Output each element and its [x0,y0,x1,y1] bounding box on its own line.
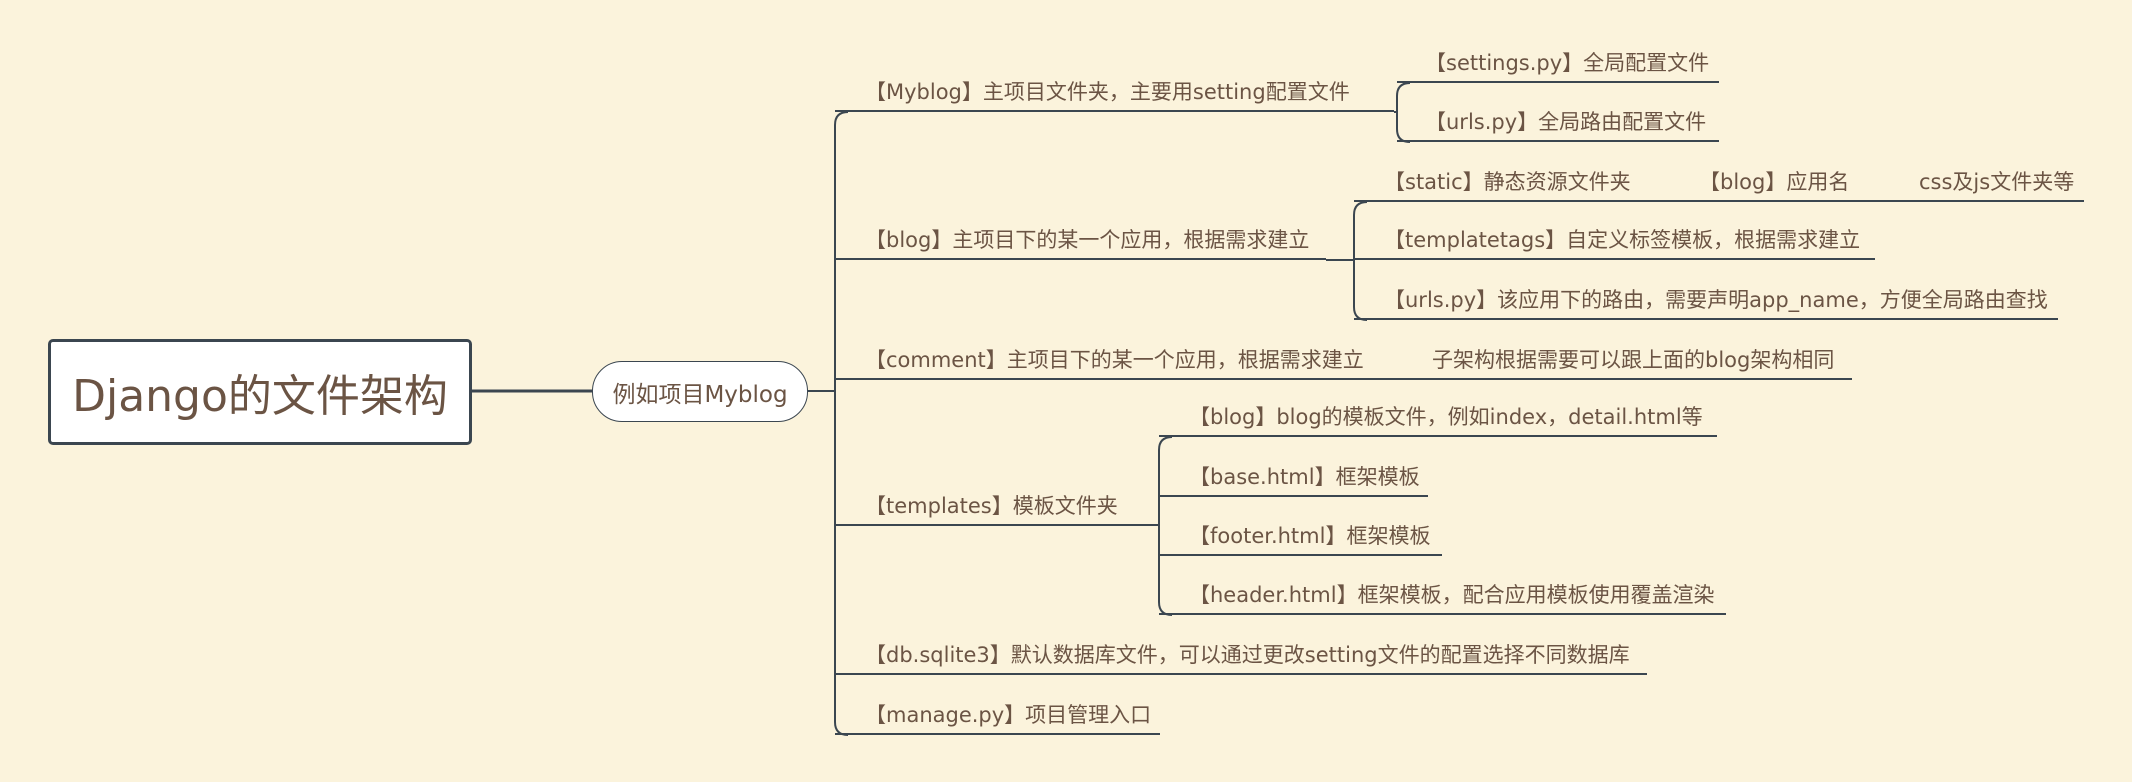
subtopic-label: 【settings.py】全局配置文件 [1425,51,1710,75]
topic-db[interactable]: 【db.sqlite3】默认数据库文件，可以通过更改setting文件的配置选择… [835,641,1647,675]
subtopic-static[interactable]: 【static】静态资源文件夹 【blog】应用名 css及js文件夹等 [1354,168,2084,202]
topic-label: 【manage.py】项目管理入口 [865,703,1152,727]
topic-templates[interactable]: 【templates】模板文件夹 [835,492,1159,526]
subtopic-static-blog[interactable]: 【blog】应用名 [1699,170,1850,194]
topic-label: 【templates】模板文件夹 [865,494,1118,518]
subtopic-blog-urls[interactable]: 【urls.py】该应用下的路由，需要声明app_name，方便全局路由查找 [1354,286,2058,320]
subtopic-label: 【static】静态资源文件夹 [1384,170,1631,194]
subtopic-label: 【urls.py】全局路由配置文件 [1425,110,1707,134]
subtopic-header-html[interactable]: 【header.html】框架模板，配合应用模板使用覆盖渲染 [1159,581,1726,615]
project-node[interactable]: 例如项目Myblog [592,361,808,422]
subtopic-templatetags[interactable]: 【templatetags】自定义标签模板，根据需求建立 [1354,226,1875,260]
topic-label: 【blog】主项目下的某一个应用，根据需求建立 [865,228,1310,252]
subtopic-label: 【base.html】框架模板 [1189,465,1420,489]
subtopic-urls[interactable]: 【urls.py】全局路由配置文件 [1397,108,1719,142]
subtopic-base-html[interactable]: 【base.html】框架模板 [1159,463,1428,497]
topic-label: 【db.sqlite3】默认数据库文件，可以通过更改setting文件的配置选择… [865,643,1630,667]
topic-comment[interactable]: 【comment】主项目下的某一个应用，根据需求建立 子架构根据需要可以跟上面的b… [835,346,1852,380]
subtopic-label: 【header.html】框架模板，配合应用模板使用覆盖渲染 [1189,583,1715,607]
topic-label: 【comment】主项目下的某一个应用，根据需求建立 [865,348,1364,372]
subtopic-label: 【footer.html】框架模板 [1189,524,1431,548]
subtopic-static-css-js[interactable]: css及js文件夹等 [1919,170,2075,194]
subtopic-template-blog[interactable]: 【blog】blog的模板文件，例如index，detail.html等 [1159,403,1717,437]
subtopic-comment-child[interactable]: 子架构根据需要可以跟上面的blog架构相同 [1432,348,1835,372]
topic-manage[interactable]: 【manage.py】项目管理入口 [835,701,1160,735]
root-title: Django的文件架构 [72,371,448,422]
root-node[interactable]: Django的文件架构 [48,339,472,445]
subtopic-label: 【templatetags】自定义标签模板，根据需求建立 [1384,228,1861,252]
subtopic-label: 【urls.py】该应用下的路由，需要声明app_name，方便全局路由查找 [1384,288,2048,312]
topic-label: 【Myblog】主项目文件夹，主要用setting配置文件 [865,80,1350,104]
subtopic-settings[interactable]: 【settings.py】全局配置文件 [1397,49,1719,83]
project-label: 例如项目Myblog [612,381,788,408]
subtopic-footer-html[interactable]: 【footer.html】框架模板 [1159,522,1442,556]
subtopic-label: 【blog】blog的模板文件，例如index，detail.html等 [1189,405,1703,429]
topic-myblog[interactable]: 【Myblog】主项目文件夹，主要用setting配置文件 [835,78,1394,112]
topic-blog[interactable]: 【blog】主项目下的某一个应用，根据需求建立 [835,226,1326,260]
